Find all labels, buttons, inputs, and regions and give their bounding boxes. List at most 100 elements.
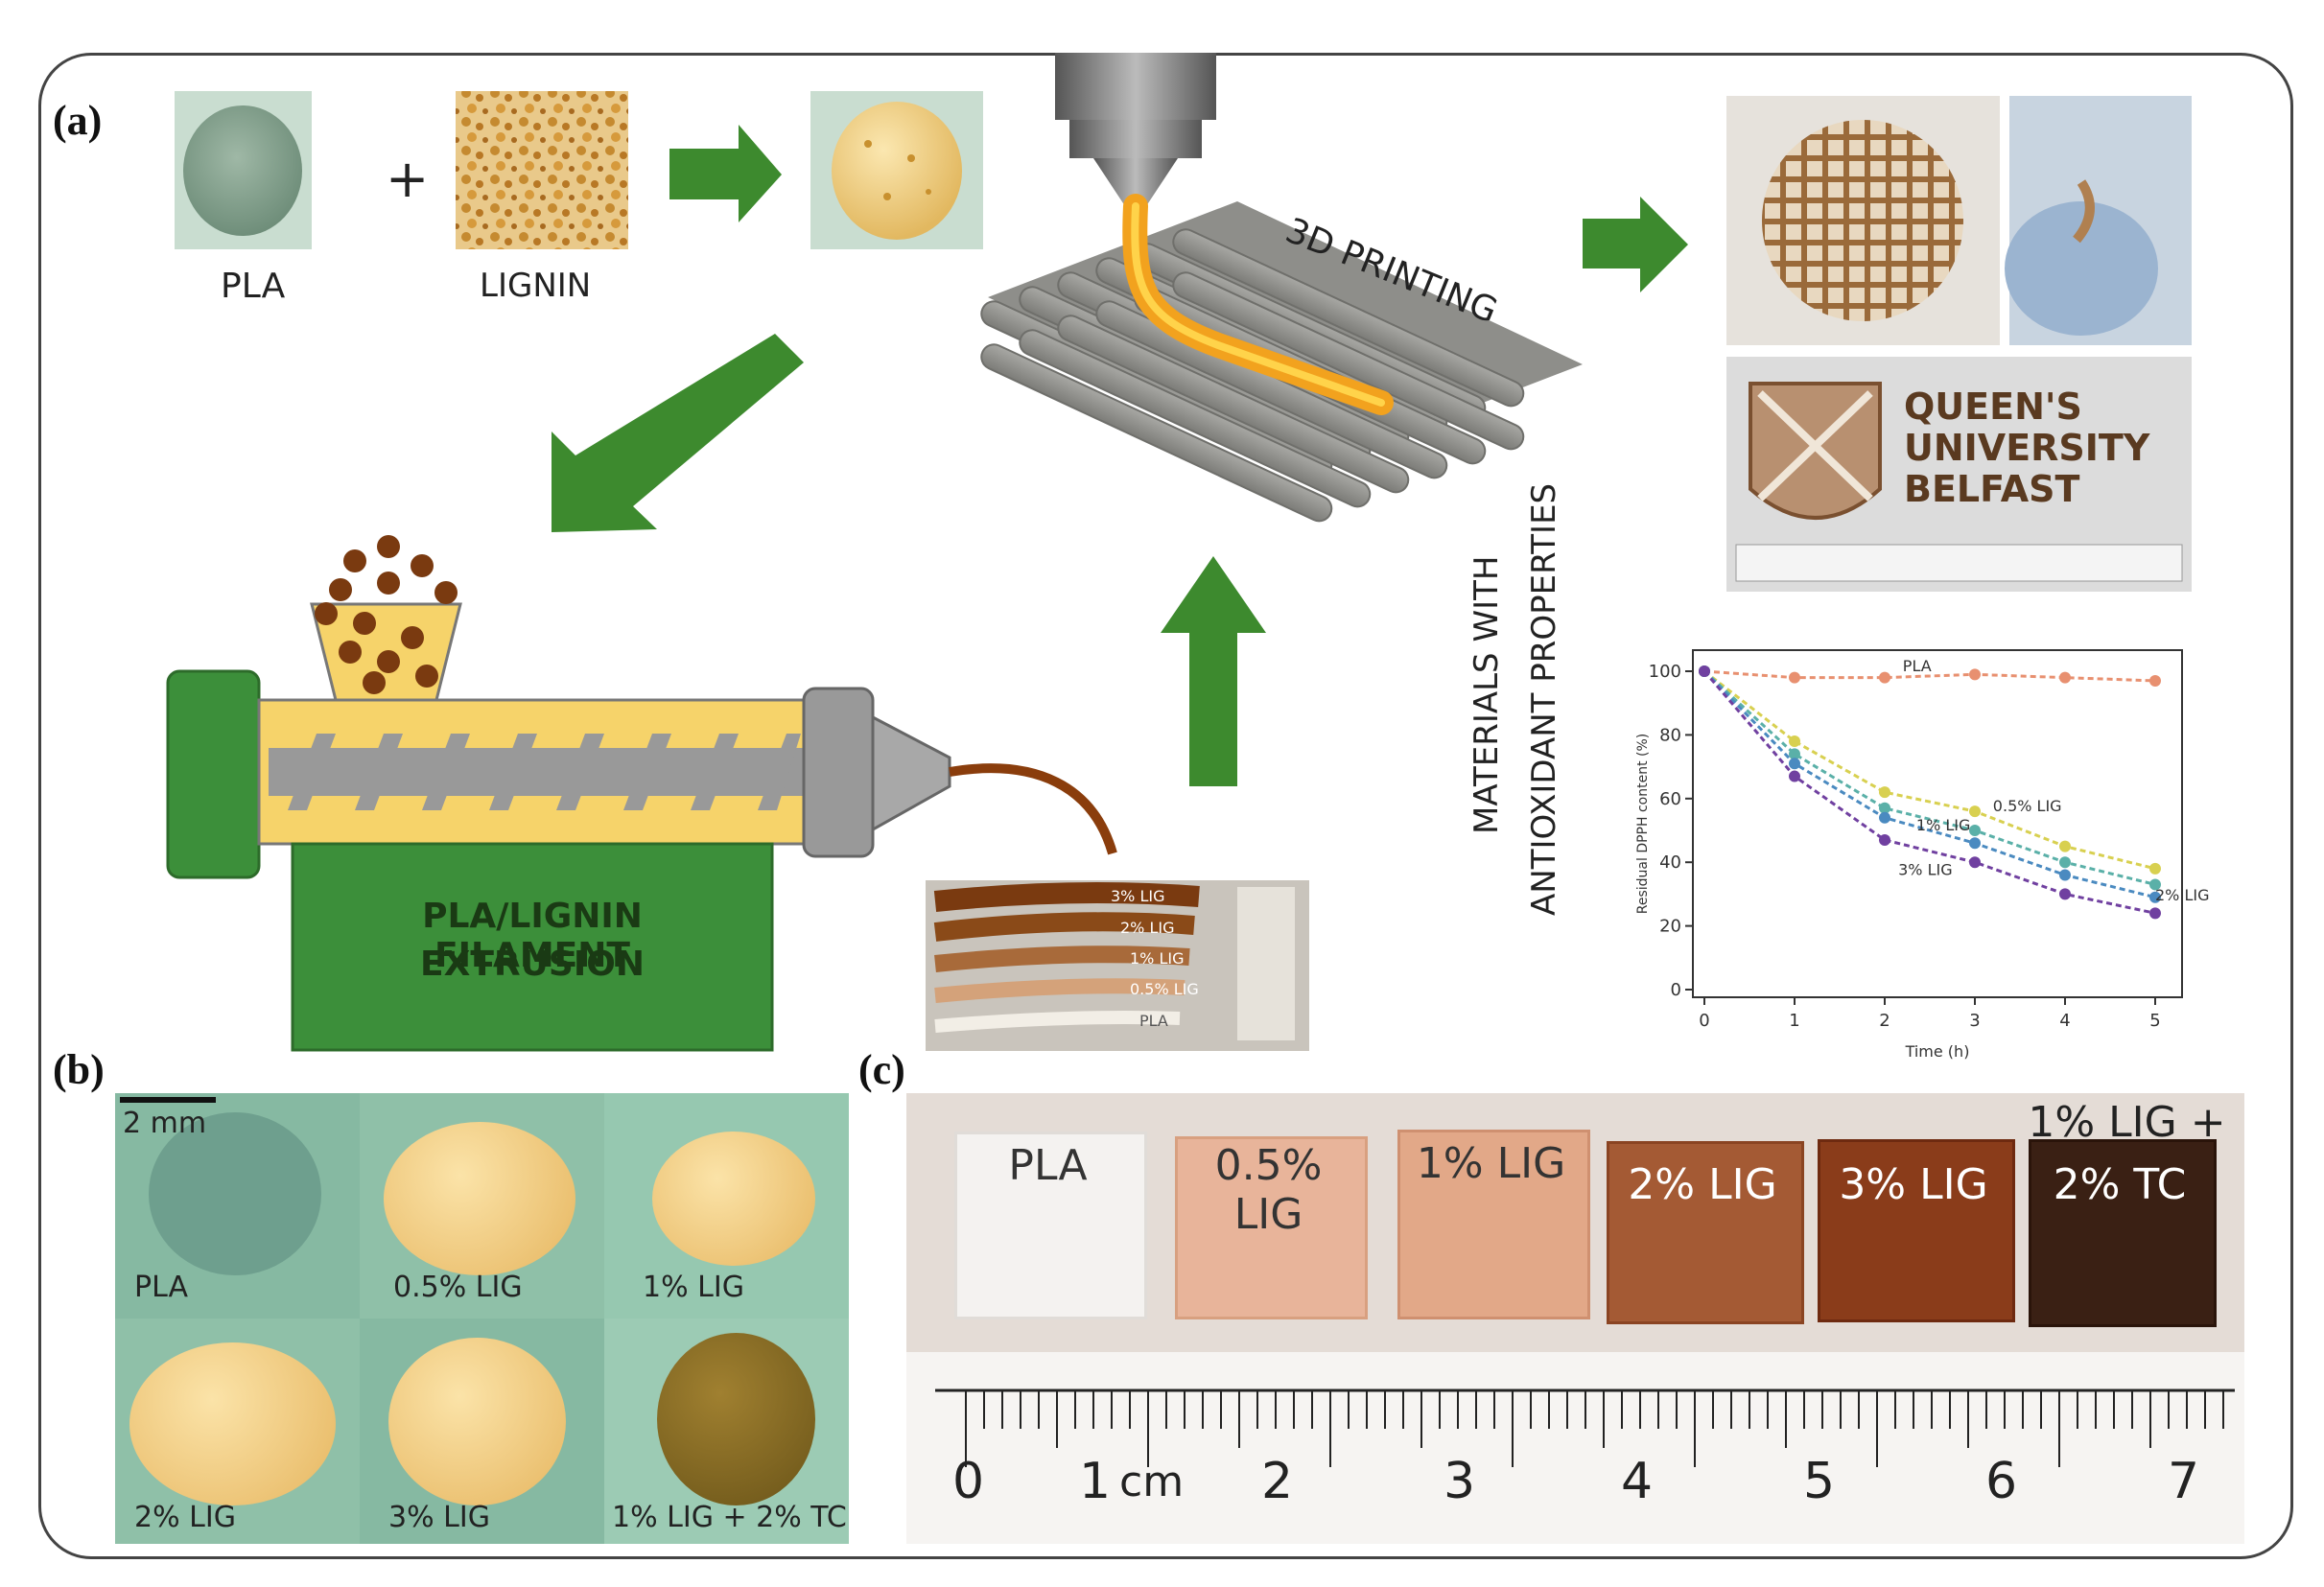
sample-square-2 bbox=[1607, 1141, 1804, 1324]
bead-2-lig bbox=[129, 1342, 336, 1505]
data-point bbox=[1789, 770, 1800, 782]
printed-mesh-photo bbox=[1726, 96, 2000, 345]
sample-square-3 bbox=[1818, 1139, 2015, 1322]
series-annotation: 1% LIG bbox=[1916, 816, 1970, 834]
scale-bar bbox=[120, 1097, 216, 1103]
y-tick-label: 40 bbox=[1659, 852, 1681, 873]
series-line bbox=[1703, 669, 2156, 683]
series-line bbox=[1703, 669, 2156, 871]
sample-top-label: 1% LIG + bbox=[2028, 1098, 2226, 1147]
bead-tile-0-5: 0.5% LIG bbox=[360, 1093, 604, 1319]
pla-granule-tile bbox=[175, 91, 312, 249]
extruder-machine bbox=[166, 669, 1117, 1052]
filament-label: 0.5% LIG bbox=[1130, 980, 1199, 998]
data-point bbox=[1879, 802, 1890, 814]
bead-3-lig bbox=[388, 1338, 566, 1505]
data-point bbox=[1969, 825, 1981, 836]
bead-label: 1% LIG + 2% TC bbox=[612, 1501, 847, 1534]
x-tick-label: 1 bbox=[1789, 1011, 1799, 1031]
y-axis-label: Residual DPPH content (%) bbox=[1635, 734, 1651, 915]
plus-sign: + bbox=[386, 149, 430, 209]
filament-label: 3% LIG bbox=[1111, 887, 1165, 905]
ruler-number: 6 bbox=[1985, 1453, 2018, 1510]
printed-squares-photo: PLA 0.5% LIG 1% LIG 2% LIG 3% LIG 2% TC … bbox=[906, 1093, 2244, 1544]
data-point bbox=[2149, 878, 2161, 891]
printer-nozzle bbox=[1055, 53, 1216, 206]
data-point bbox=[1789, 671, 1800, 684]
sample-square-pla bbox=[954, 1132, 1147, 1319]
filament-label: 1% LIG bbox=[1130, 949, 1185, 968]
data-point bbox=[1879, 786, 1890, 799]
extrusion-label-line2: EXTRUSION bbox=[420, 945, 645, 984]
logo-text-line2: UNIVERSITY bbox=[1904, 427, 2150, 469]
arrow-down-left-icon bbox=[552, 334, 804, 532]
series-line bbox=[1702, 670, 2156, 915]
logo-text-line1: QUEEN'S bbox=[1904, 385, 2082, 428]
extrusion-label-line1: PLA/LIGNIN FILAMENT bbox=[422, 897, 643, 975]
x-tick-label: 3 bbox=[1969, 1011, 1980, 1031]
data-point bbox=[2059, 856, 2071, 869]
ruler: 0 1 cm 2 3 4 5 6 7 bbox=[906, 1352, 2244, 1544]
sample-label: PLA bbox=[1008, 1141, 1088, 1190]
data-point bbox=[2059, 869, 2071, 881]
x-axis-label: Time (h) bbox=[1905, 1042, 1970, 1061]
bead-tile-pla: 2 mm PLA bbox=[115, 1093, 360, 1319]
arrow-up-icon bbox=[1161, 556, 1266, 786]
data-point bbox=[1699, 665, 1710, 677]
series-annotation: 2% LIG bbox=[2155, 886, 2210, 904]
ruler-ticks bbox=[935, 1389, 2235, 1467]
ruler-number: 7 bbox=[2168, 1453, 2200, 1510]
y-tick-label: 60 bbox=[1659, 789, 1681, 809]
university-logo-photo bbox=[1726, 357, 2192, 592]
sample-label: 3% LIG bbox=[1839, 1160, 1988, 1209]
x-tick-label: 5 bbox=[2149, 1011, 2160, 1031]
y-tick-label: 0 bbox=[1671, 980, 1681, 1000]
bead-label: PLA bbox=[134, 1271, 189, 1304]
bead-tile-2: 2% LIG bbox=[115, 1319, 360, 1544]
bead-1-lig bbox=[652, 1132, 815, 1266]
filament-label: PLA bbox=[1139, 1012, 1168, 1030]
x-tick-label: 2 bbox=[1879, 1011, 1890, 1031]
data-point bbox=[1969, 668, 1981, 681]
bead-pla bbox=[149, 1112, 321, 1275]
sample-square-tc bbox=[2029, 1139, 2217, 1327]
data-point bbox=[2059, 888, 2071, 900]
series-line bbox=[1702, 669, 2156, 886]
data-point bbox=[1789, 748, 1800, 760]
panel-label-c: (c) bbox=[858, 1046, 905, 1093]
scale-bar-label: 2 mm bbox=[123, 1107, 207, 1140]
data-point bbox=[2149, 862, 2161, 875]
ruler-unit: cm bbox=[1119, 1458, 1185, 1506]
bead-label: 3% LIG bbox=[388, 1501, 490, 1534]
bead-grid: 2 mm PLA 0.5% LIG 1% LIG 2% LIG 3% LIG 1… bbox=[115, 1093, 849, 1544]
data-point bbox=[1789, 735, 1800, 748]
data-point bbox=[1969, 805, 1981, 818]
y-tick-label: 20 bbox=[1659, 917, 1681, 937]
sample-square-1 bbox=[1397, 1130, 1590, 1319]
arrow-right-icon bbox=[669, 125, 782, 222]
series-annotation: 0.5% LIG bbox=[1993, 797, 2062, 815]
arrow-right-icon bbox=[1583, 197, 1688, 292]
data-point bbox=[1879, 833, 1890, 846]
sample-label: 1% LIG bbox=[1416, 1139, 1566, 1188]
hopper bbox=[310, 535, 462, 702]
mixed-bead-tile bbox=[810, 91, 983, 249]
series-line bbox=[1702, 669, 2156, 899]
x-tick-label: 4 bbox=[2059, 1011, 2070, 1031]
bead-tile-1: 1% LIG bbox=[604, 1093, 849, 1319]
data-point bbox=[1969, 837, 1981, 850]
data-point bbox=[2149, 674, 2161, 687]
sample-label: 0.5% LIG bbox=[1214, 1141, 1323, 1239]
filament-label: 2% LIG bbox=[1120, 919, 1175, 937]
data-point bbox=[1969, 856, 1981, 869]
data-point bbox=[1879, 811, 1890, 824]
data-point bbox=[1879, 671, 1890, 684]
ruler-number: 4 bbox=[1621, 1453, 1654, 1510]
lignin-label: LIGNIN bbox=[480, 267, 592, 305]
series-annotation: PLA bbox=[1903, 657, 1932, 675]
x-tick-label: 0 bbox=[1699, 1011, 1709, 1031]
data-point bbox=[2059, 840, 2071, 852]
ruler-number: 0 bbox=[952, 1453, 985, 1510]
y-tick-label: 100 bbox=[1649, 662, 1681, 682]
